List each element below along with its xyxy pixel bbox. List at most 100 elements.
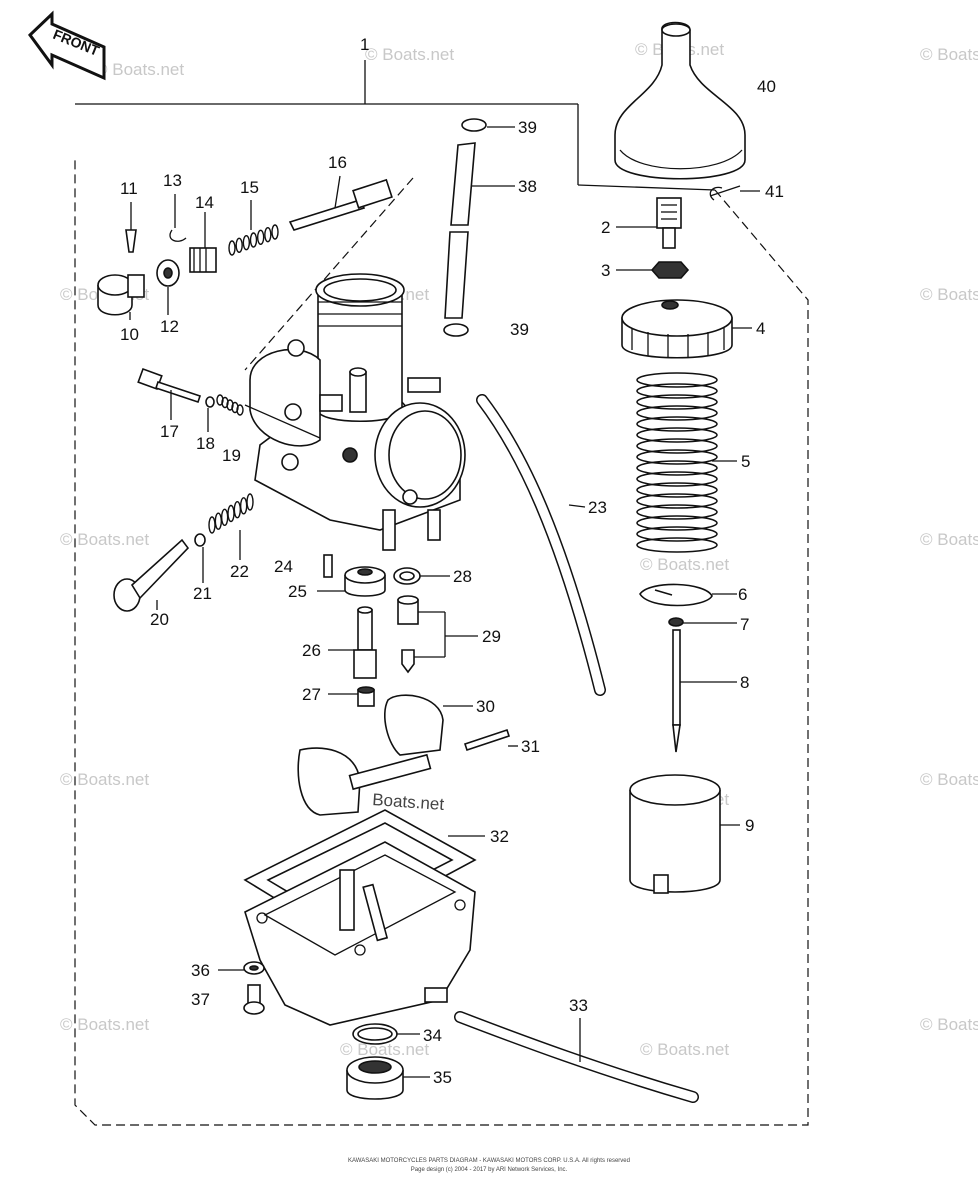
spring-coil xyxy=(636,427,718,443)
callout-4: 4 xyxy=(756,319,765,338)
watermark: © Boats.net xyxy=(95,60,184,79)
spring-coil xyxy=(636,394,718,410)
callout-22: 22 xyxy=(230,562,249,581)
watermark: © Boats.net xyxy=(60,530,149,549)
callout-3: 3 xyxy=(601,261,610,280)
callout-11: 11 xyxy=(120,179,138,198)
spring-coil xyxy=(636,526,718,542)
watermark: © Boats.net xyxy=(365,45,454,64)
vent-cap-part xyxy=(443,323,469,337)
spring-seat-plate-part xyxy=(639,583,713,607)
watermark-layer: © Boats.net © Boats.net © Boats.net © Bo… xyxy=(60,40,978,1059)
spring-coil xyxy=(636,460,718,476)
callout-37: 37 xyxy=(191,990,210,1009)
overflow-hose-part xyxy=(476,394,606,696)
spring-coil xyxy=(636,493,718,509)
spring-coil xyxy=(636,416,718,432)
callout-41: 41 xyxy=(765,182,784,201)
leader-lines xyxy=(129,126,760,1078)
vent-cap-part xyxy=(461,118,487,132)
spring-coil xyxy=(271,224,279,240)
watermark: © Boats.net xyxy=(60,1015,149,1034)
stop-screw-spring-part xyxy=(208,493,254,534)
needle-jet-holder-part xyxy=(344,566,386,597)
front-arrow-icon: FRONT xyxy=(28,10,106,81)
callout-7: 7 xyxy=(740,615,749,634)
callout-38: 38 xyxy=(518,177,537,196)
callout-19: 19 xyxy=(222,446,241,465)
callout-26: 26 xyxy=(302,641,321,660)
washer-part xyxy=(156,259,180,287)
air-screw-part xyxy=(137,367,202,404)
top-cap-part xyxy=(621,299,733,359)
callout-28: 28 xyxy=(453,567,472,586)
needle-clip-part xyxy=(668,617,684,627)
callout-40: 40 xyxy=(757,77,776,96)
callout-36: 36 xyxy=(191,961,210,980)
clip-part xyxy=(709,185,741,201)
spring-coil xyxy=(636,438,718,454)
vent-tube-part xyxy=(444,142,476,319)
callout-33: 33 xyxy=(569,996,588,1015)
overflow-hose-part xyxy=(477,395,605,695)
cotter-pin-part xyxy=(125,229,137,253)
spring-coil xyxy=(242,234,251,251)
spring-coil xyxy=(636,504,718,520)
spring-coil xyxy=(226,399,234,411)
starter-spring-part xyxy=(228,224,279,256)
callout-30: 30 xyxy=(476,697,495,716)
callout-24: 24 xyxy=(274,557,293,576)
spring-coil xyxy=(256,229,265,246)
o-ring-part xyxy=(352,1023,398,1045)
spring-coil xyxy=(228,240,236,256)
watermark: © Boats.net xyxy=(920,285,978,304)
callout-23: 23 xyxy=(588,498,607,517)
float-valve-part xyxy=(397,595,419,674)
callout-13: 13 xyxy=(163,171,182,190)
callout-8: 8 xyxy=(740,673,749,692)
watermark: © Boats.net xyxy=(920,45,978,64)
callout-29: 29 xyxy=(482,627,501,646)
callout-39-top: 39 xyxy=(518,118,537,137)
spring-coil xyxy=(231,401,239,414)
spring-coil xyxy=(214,512,223,530)
spring-coil xyxy=(264,226,272,243)
callout-32: 32 xyxy=(490,827,509,846)
float-bowl-part xyxy=(244,841,476,1026)
callout-35: 35 xyxy=(433,1068,452,1087)
center-watermark: Boats.net xyxy=(372,790,445,814)
spring-coil xyxy=(636,372,718,388)
watermark: © Boats.net xyxy=(920,770,978,789)
o-ring-part xyxy=(194,533,206,547)
throttle-valve-spring-part xyxy=(636,372,718,553)
spring-coil xyxy=(636,383,718,399)
spring-coil xyxy=(216,394,224,406)
spring-coil xyxy=(246,493,254,511)
spring-coil xyxy=(636,471,718,487)
callout-labels: 1 2 3 4 5 6 7 8 9 10 11 12 13 14 15 16 1… xyxy=(120,35,784,1087)
callout-34: 34 xyxy=(423,1026,442,1045)
spring-coil xyxy=(221,396,229,409)
drain-plug-part xyxy=(346,1056,404,1100)
main-jet-part xyxy=(357,686,375,707)
callout-25: 25 xyxy=(288,582,307,601)
jet-needle-part xyxy=(672,629,681,753)
callout-18: 18 xyxy=(196,434,215,453)
lock-nut-part xyxy=(650,261,690,279)
spring-coil xyxy=(227,504,235,523)
watermark: © Boats.net xyxy=(60,770,149,789)
carburetor-body-part xyxy=(249,273,466,551)
callout-27: 27 xyxy=(302,685,321,704)
footer-line-2: Page design (c) 2004 - 2017 by ARI Netwo… xyxy=(411,1167,568,1173)
callout-39-bottom: 39 xyxy=(510,320,529,339)
cable-adjuster-part xyxy=(656,197,682,249)
watermark: © Boats.net xyxy=(640,555,729,574)
air-screw-spring-part xyxy=(216,394,244,416)
callout-2: 2 xyxy=(601,218,610,237)
starter-plunger-nut-part xyxy=(189,247,217,273)
spring-coil xyxy=(233,500,242,519)
drain-hose-part xyxy=(455,1012,698,1102)
watermark: © Boats.net xyxy=(340,1040,429,1059)
spring-coil xyxy=(636,449,718,465)
